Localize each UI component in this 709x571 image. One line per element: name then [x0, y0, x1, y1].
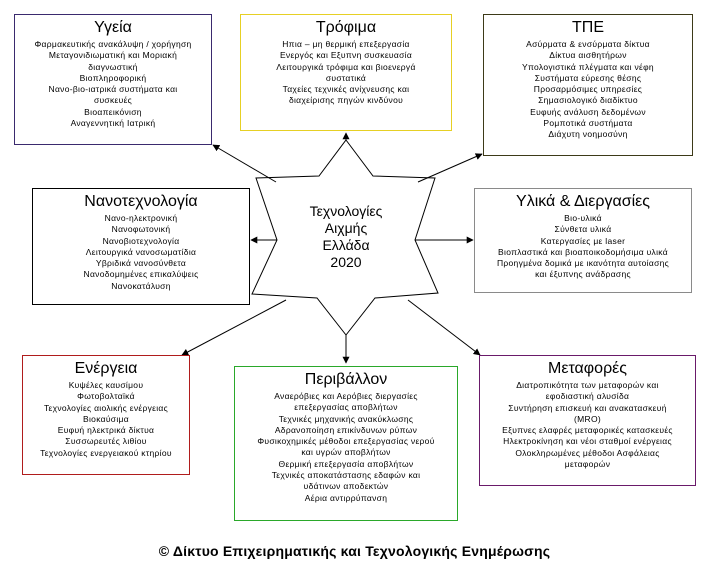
list-item: Συστήματα εύρεσης θέσης	[534, 72, 642, 83]
list-item: Αναγεννητική Ιατρική	[70, 118, 156, 129]
center-line: 2020	[330, 254, 362, 270]
list-item: Ρομποτικά συστήματα	[543, 118, 633, 129]
list-item: Ευφυή ηλεκτρικά δίκτυα	[57, 425, 155, 436]
list-item: Σημασιολογικό διαδίκτυο	[538, 95, 638, 106]
list-item: Συσσωρευτές λιθίου	[65, 436, 147, 447]
list-item: Διατροπικότητα των μεταφορών και	[516, 380, 659, 390]
list-item: Τεχνολογίες αιολικής ενέργειας	[43, 402, 169, 413]
center-line: Ελλάδα	[322, 237, 370, 253]
list-item: Ευφυής ανάλυση δεδομένων	[530, 106, 646, 117]
list-item: Νανοβιοτεχνολογία	[102, 235, 180, 246]
list-item: Νανοκατάλυση	[111, 280, 171, 291]
list-item: Φαρμακευτικής ανακάλυψη / χορήγηση	[34, 39, 192, 49]
arrow-to-energy	[181, 299, 287, 356]
list-item: Τεχνολογίες ενεργειακού κτηρίου	[40, 447, 172, 458]
list-item: Θερμική επεξεργασία αποβλήτων	[278, 458, 414, 469]
list-item: Ταχείες τεχνικές ανίχνευσης και	[282, 84, 410, 95]
footer-copyright: © Δίκτυο Επιχειρηματικής και Τεχνολογική…	[158, 543, 551, 559]
list-item: Φυσικοχημικές μέθοδοι επεξεργασίας νερού	[257, 436, 435, 447]
list-item: Ηπια – μη θερμική επεξεργασία	[282, 39, 410, 49]
list-item: διαχείρισης πηγών κινδύνου	[288, 95, 404, 106]
center-line: Τεχνολογίες	[309, 203, 383, 219]
box-title: Νανοτεχνολογία	[84, 193, 198, 210]
list-item: και έξυπνης ανάδρασης	[535, 269, 631, 280]
list-item: Αέρια αντιρρύπανση	[304, 492, 388, 503]
list-item: Νανο-βιο-ιατρικά συστήματα και	[48, 84, 178, 95]
list-item: Αναερόβιες και Αερόβιες διεργασίες	[274, 391, 418, 401]
box-title: Υλικά & Διεργασίες	[516, 193, 650, 210]
list-item: Σύνθετα υλικά	[554, 224, 612, 235]
list-item: Τεχνικές μηχανικής ανακύκλωσης	[278, 413, 414, 424]
list-item: Βιοπλαστικά και βιοαποικοδομήσιμα υλικά	[498, 246, 668, 257]
list-item: Τεχνικές αποκατάστασης εδαφών και	[271, 470, 421, 481]
box-title: Τρόφιμα	[315, 19, 377, 36]
list-item: και υγρών αποβλήτων	[301, 447, 391, 458]
list-item: Νανοδομημένες επικαλύψεις	[83, 269, 199, 280]
list-item: Ολοκληρωμένες μέθοδοι Ασφάλειας	[515, 447, 660, 458]
box-title: Υγεία	[94, 19, 132, 36]
list-item: Προηγμένα δομικά με ικανότητα αυτοίασης	[496, 258, 670, 269]
box-title: ΤΠΕ	[572, 19, 604, 36]
list-item: επεξεργασίας αποβλήτων	[294, 402, 398, 413]
list-item: Βιοπληροφορική	[79, 72, 147, 83]
center-title: Τεχνολογίες Αιχμής Ελλάδα 2020	[276, 203, 416, 271]
list-item: εφοδιαστική αλυσίδα	[545, 391, 630, 402]
list-item: μεταφορών	[564, 459, 611, 470]
center-line: Αιχμής	[324, 220, 368, 236]
list-item: Βιοκαύσιμα	[83, 413, 129, 424]
box-title: Ενέργεια	[74, 360, 138, 377]
list-item: Φωτοβολταϊκά	[77, 391, 135, 402]
list-item: Διάχυτη νοημοσύνη	[548, 129, 628, 140]
list-item: Βιοαπεικόνιση	[84, 106, 142, 117]
arrow-to-transport	[407, 299, 481, 356]
list-item: υδάτινων αποδεκτών	[303, 481, 389, 492]
list-item: Ηλεκτροκίνηση και νέοι σταθμοί ενέργειας	[503, 436, 672, 447]
list-item: Κυψέλες καυσίμου	[68, 380, 144, 390]
list-item: Ασύρματα & ενσύρματα δίκτυα	[526, 39, 650, 49]
list-item: Προσαρμόσιμες υπηρεσίες	[533, 84, 643, 95]
list-item: Συντήρηση επισκευή και ανακατασκευή	[508, 402, 667, 413]
list-item: Νανοφωτονική	[111, 224, 171, 235]
list-item: Λειτουργικά τρόφιμα και βιοενεργά	[276, 61, 416, 72]
box-title: Μεταφορές	[547, 360, 628, 377]
list-item: διαγνωστική	[88, 61, 138, 72]
list-item: Εξυπνες ελαφρές μεταφορικές κατασκευές	[502, 425, 673, 436]
list-item: Υπολογιστικά πλέγματα και νέφη	[522, 61, 654, 72]
list-item: Αδρανοποίηση επικίνδυνων ρύπων	[274, 424, 418, 435]
list-item: Κατεργασίες με laser	[540, 235, 626, 246]
list-item: Δίκτυα αισθητήρων	[549, 50, 627, 61]
list-item: Υβριδικά νανοσύνθετα	[95, 258, 187, 269]
list-item: Νανο-ηλεκτρονική	[104, 213, 178, 223]
list-item: Μεταγονιδιωματική και Μοριακή	[48, 50, 178, 61]
list-item: συσκευές	[93, 95, 133, 106]
list-item: Βιο-υλικά	[564, 213, 602, 223]
arrow-to-health	[212, 144, 277, 183]
box-title: Περιβάλλον	[304, 371, 388, 388]
list-item: Λειτουργικά νανοσωματίδια	[85, 246, 197, 257]
list-item: (MRO)	[574, 413, 601, 424]
arrow-to-ict	[417, 153, 483, 183]
list-item: Ενεργός και Εξυπνη συσκευασία	[279, 50, 413, 61]
list-item: συστατικά	[325, 72, 367, 83]
